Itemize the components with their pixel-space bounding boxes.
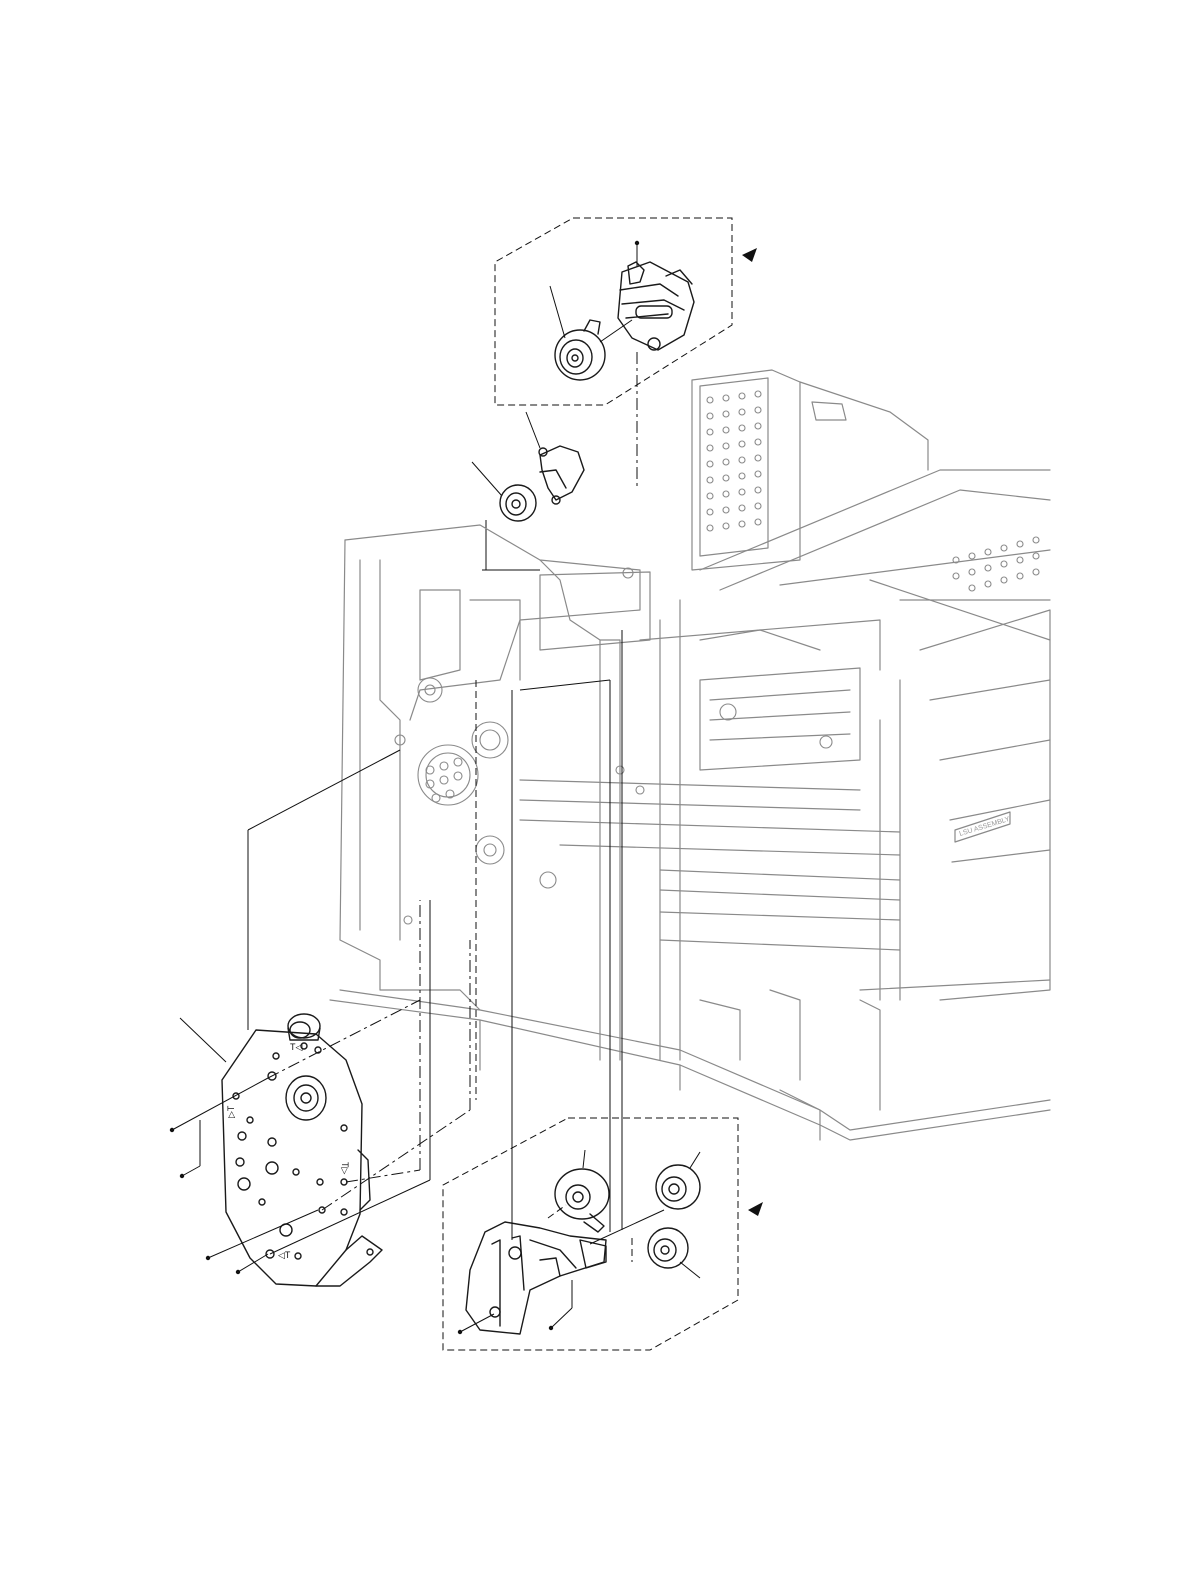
- lower-inset-panel: [443, 1118, 738, 1350]
- lsu-label-plate: LSU ASSEMBLY: [955, 812, 1011, 842]
- clutch-small-parts: [472, 412, 584, 570]
- feed-roller-lower-part: [648, 1228, 688, 1268]
- clutch-housing-part: [618, 262, 694, 350]
- plate-mark-left: ▷T: [226, 1105, 236, 1118]
- upper-inset-panel: [495, 218, 732, 405]
- plate-mark-bottom: ◁T: [278, 1250, 291, 1260]
- motor-leader-lines: [170, 900, 470, 1274]
- lower-inset: [443, 1118, 763, 1350]
- drive-motor-plate-part: T◁ ▷T T▷ ◁T: [222, 1014, 382, 1286]
- assembly-leader-lines: [248, 630, 622, 1240]
- plate-mark-top: T◁: [290, 1042, 302, 1052]
- printer-frame: LSU ASSEMBLY: [330, 370, 1050, 1140]
- upper-inset: [495, 218, 757, 490]
- lower-inset-arrow: [748, 1202, 763, 1216]
- plate-mark-right: T▷: [340, 1162, 350, 1174]
- feed-clutch-part: [555, 1169, 609, 1232]
- upper-inset-arrow: [742, 248, 757, 262]
- feed-roller-upper-part: [656, 1165, 700, 1209]
- perforation-grid: [426, 391, 1039, 802]
